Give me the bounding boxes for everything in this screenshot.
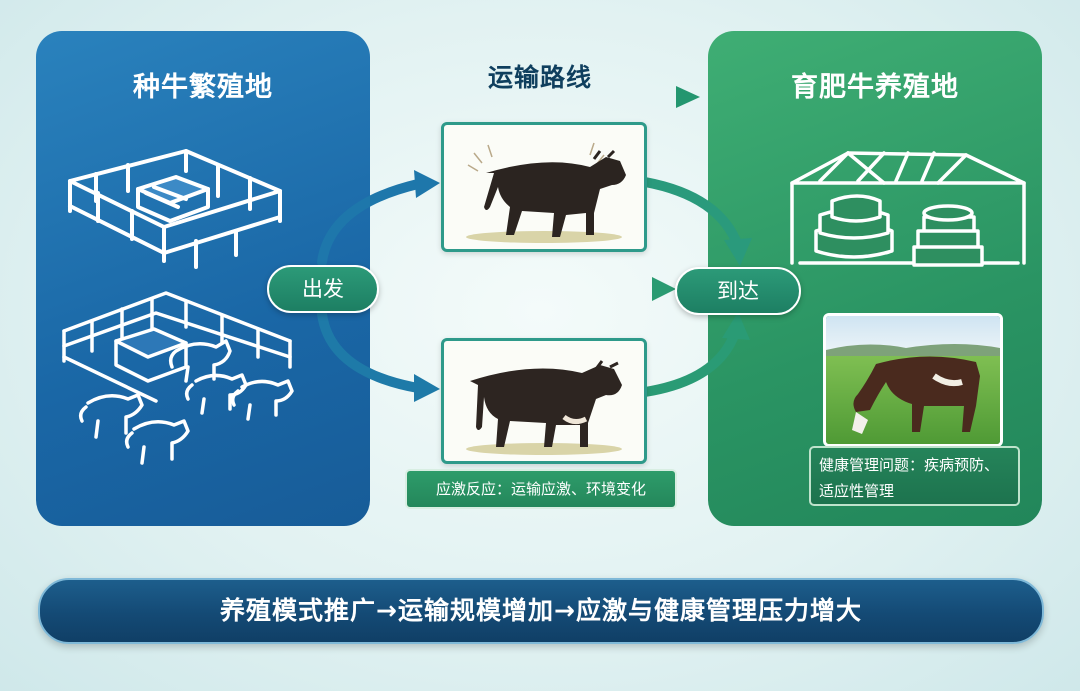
cow-icon	[466, 142, 626, 243]
feed-shed-icon	[790, 151, 1026, 267]
lower-curve-arrow-1	[317, 309, 423, 393]
summary-banner: 养殖模式推广→运输规模增加→应激与健康管理压力增大	[38, 578, 1044, 644]
cattle-pen-icon	[62, 291, 294, 465]
depart-node: 出发	[267, 265, 379, 313]
grazing-cow-icon	[826, 316, 1000, 444]
stressed-cow-card	[441, 122, 647, 252]
arrive-node: 到达	[675, 267, 801, 315]
breeding-farm-illustration	[62, 149, 294, 465]
stress-response-label: 应激反应：运输应激、环境变化	[405, 469, 677, 509]
fence-corral-icon	[68, 149, 282, 269]
fattening-farm-title: 育肥牛养殖地	[791, 72, 959, 103]
grazing-cow-photo	[823, 313, 1003, 447]
cow-icon	[466, 360, 622, 455]
upper-curve-arrow-1	[317, 179, 423, 267]
transport-cow-card	[441, 338, 647, 464]
health-management-label: 健康管理问题：疾病预防、适应性管理	[809, 446, 1020, 506]
upper-curve-arrow-2	[640, 177, 743, 251]
transport-route-title: 运输路线	[487, 63, 592, 92]
lower-curve-arrow-2	[640, 325, 741, 397]
breeding-farm-title: 种牛繁殖地	[133, 72, 273, 103]
